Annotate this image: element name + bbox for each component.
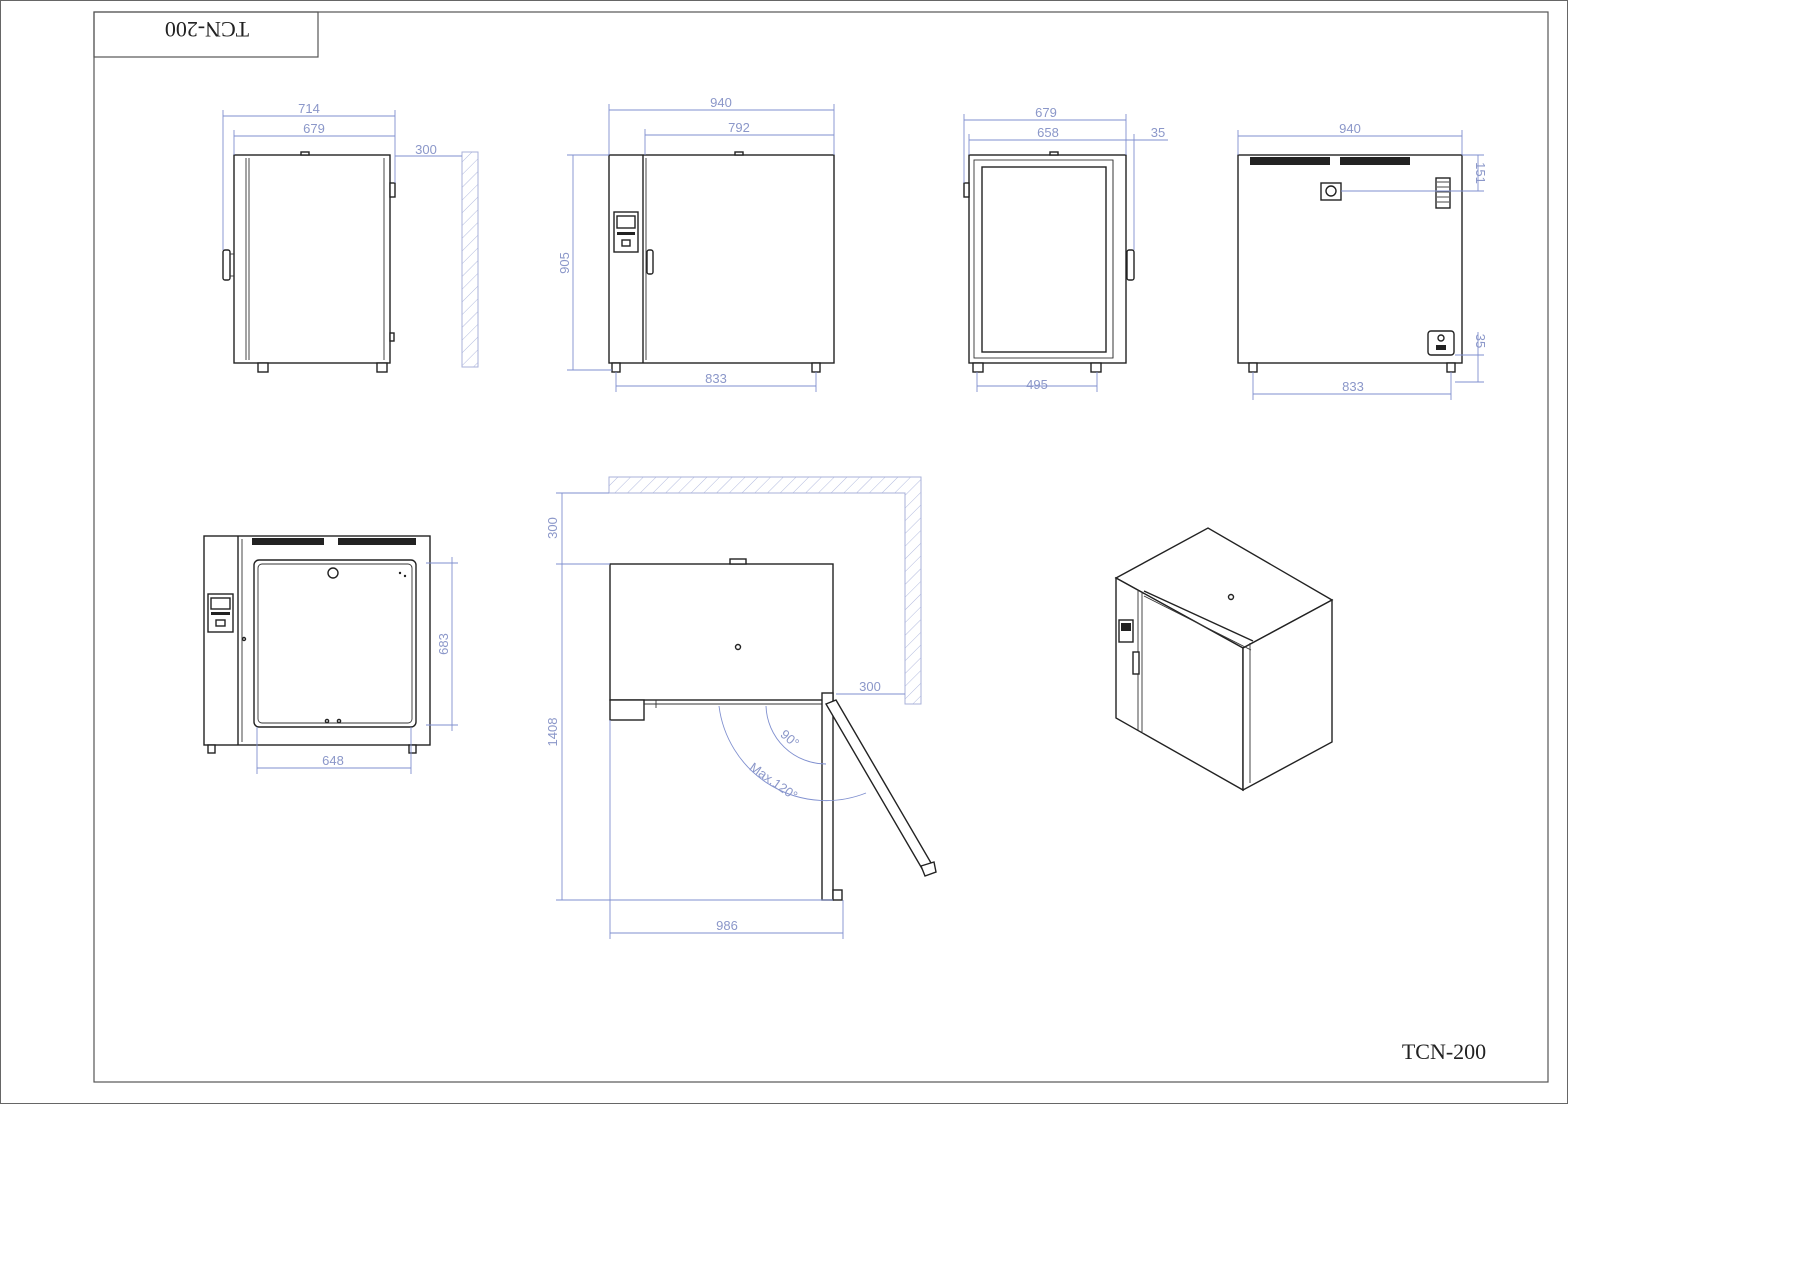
- isometric-view: [1114, 527, 1334, 792]
- door-90-deg: [821, 692, 834, 901]
- dim-front-940: 940: [710, 95, 732, 110]
- front-view: 940 792 905 833: [557, 95, 835, 392]
- dim-plan-300-back: 300: [545, 517, 560, 539]
- front-open-view: 683 648: [203, 535, 458, 774]
- title-block-top: TCN-200: [93, 11, 319, 58]
- dim-chamber-648: 648: [322, 753, 344, 768]
- model-label: TCN-200: [1402, 1039, 1486, 1064]
- dim-side-714: 714: [298, 101, 320, 116]
- back-view: 940 151 35 833: [1237, 121, 1488, 400]
- dim-chamber-683: 683: [436, 633, 451, 655]
- top-plan-view: 300 300 1408 986 90° Max.120°: [545, 476, 937, 939]
- outer-border: [0, 0, 1568, 1104]
- dim-angle-90: 90°: [778, 726, 803, 750]
- door-handle: [646, 249, 654, 275]
- door-side-view: 679 658 35 495: [963, 105, 1168, 392]
- vent-grille-top-left: [252, 538, 324, 545]
- dim-plan-1408: 1408: [545, 718, 560, 747]
- technical-drawing-sheet: TCN-200 TCN-200 714 679 300: [0, 0, 1568, 1104]
- dim-back-833: 833: [1342, 379, 1364, 394]
- dim-door-658: 658: [1037, 125, 1059, 140]
- door-handle: [1132, 651, 1140, 675]
- power-socket-icon: [1427, 330, 1455, 356]
- dim-back-35: 35: [1473, 334, 1488, 348]
- oven-chamber: [253, 559, 417, 728]
- vent-grille-right: [1340, 157, 1410, 165]
- dim-door-495: 495: [1026, 377, 1048, 392]
- dim-front-905: 905: [557, 252, 572, 274]
- dim-angle-max-120: Max.120°: [747, 759, 801, 803]
- dim-side-679: 679: [303, 121, 325, 136]
- dim-plan-986: 986: [716, 918, 738, 933]
- dim-door-35: 35: [1151, 125, 1165, 140]
- drawing-frame: [93, 11, 1549, 1083]
- dim-back-940: 940: [1339, 121, 1361, 136]
- dim-plan-300-side: 300: [859, 679, 881, 694]
- side-view: 714 679 300: [222, 101, 479, 373]
- dim-door-679: 679: [1035, 105, 1057, 120]
- dim-side-300: 300: [415, 142, 437, 157]
- vent-grille-left: [1250, 157, 1330, 165]
- dim-back-151: 151: [1473, 162, 1488, 184]
- model-label-inverted: TCN-200: [165, 17, 249, 42]
- dim-front-792: 792: [728, 120, 750, 135]
- dim-front-833: 833: [705, 371, 727, 386]
- door-max-120-deg: [824, 699, 936, 873]
- vent-grille-top-right: [338, 538, 416, 545]
